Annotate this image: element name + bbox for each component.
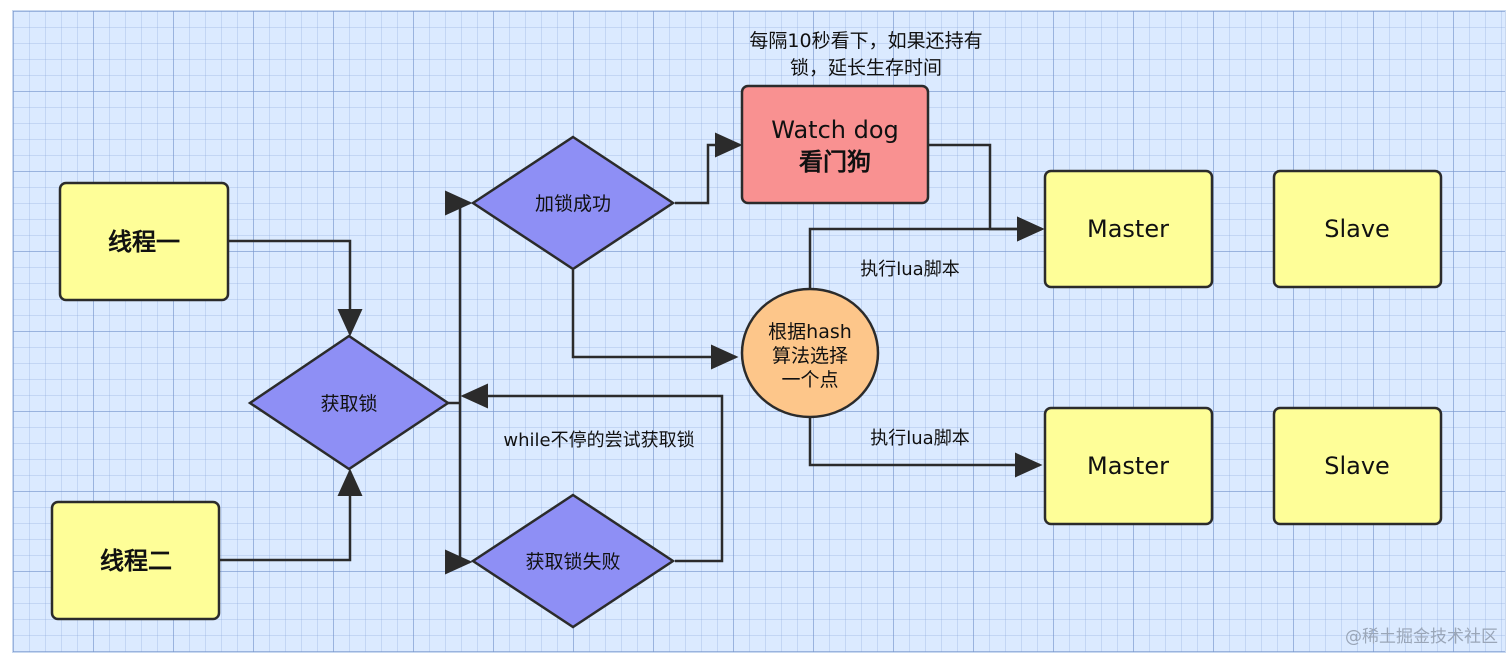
- edge-thread-one-to-acquire: [228, 239, 363, 337]
- edge-hash-to-master-top: [808, 216, 1045, 290]
- slave-top-label: Slave: [1324, 215, 1390, 243]
- lock-success-label: 加锁成功: [535, 193, 611, 215]
- watchdog-node: Watch dog 看门狗: [740, 84, 930, 205]
- acquire-lock-decision: 获取锁: [247, 334, 451, 471]
- acquire-lock-label: 获取锁: [320, 393, 377, 415]
- watchdog-note-line2: 锁，延长生存时间: [790, 57, 942, 79]
- hash-select-node: 根据hash 算法选择 一个点: [740, 287, 880, 419]
- thread-two-label: 线程二: [100, 547, 172, 575]
- watermark: @稀土掘金技术社区: [1345, 627, 1498, 647]
- watchdog-label-line1: Watch dog: [771, 116, 899, 144]
- lock-fail-label: 获取锁失败: [525, 551, 620, 573]
- lua-top-label: 执行lua脚本: [860, 259, 959, 280]
- lua-bottom-label: 执行lua脚本: [870, 428, 969, 449]
- hash-label-line2: 算法选择: [772, 345, 848, 367]
- master-bottom-node: Master: [1043, 406, 1214, 526]
- thread-two-node: 线程二: [50, 500, 221, 621]
- lock-fail-decision: 获取锁失败: [470, 493, 676, 629]
- edges: [219, 132, 1045, 575]
- edge-hash-to-master-bottom: [808, 416, 1043, 478]
- thread-one-node: 线程一: [58, 181, 230, 302]
- edge-success-to-watchdog: [675, 132, 743, 205]
- edge-thread-two-to-acquire: [219, 468, 363, 562]
- slave-bottom-label: Slave: [1324, 452, 1390, 480]
- edge-watchdog-to-master: [928, 143, 1045, 242]
- edge-success-to-hash: [571, 270, 739, 370]
- slave-bottom-node: Slave: [1272, 406, 1443, 526]
- master-top-label: Master: [1087, 215, 1169, 243]
- hash-label-line3: 一个点: [781, 369, 838, 391]
- lock-success-decision: 加锁成功: [470, 135, 676, 271]
- master-bottom-label: Master: [1087, 452, 1169, 480]
- retry-loop-label: while不停的尝试获取锁: [503, 430, 694, 451]
- thread-one-label: 线程一: [108, 228, 180, 256]
- hash-label-line1: 根据hash: [768, 321, 852, 343]
- watchdog-label-line2: 看门狗: [799, 148, 871, 176]
- slave-top-node: Slave: [1272, 169, 1443, 289]
- edge-fail-retry-loop: [460, 383, 724, 563]
- master-top-node: Master: [1043, 169, 1214, 289]
- watchdog-note-line1: 每隔10秒看下，如果还持有: [749, 30, 982, 52]
